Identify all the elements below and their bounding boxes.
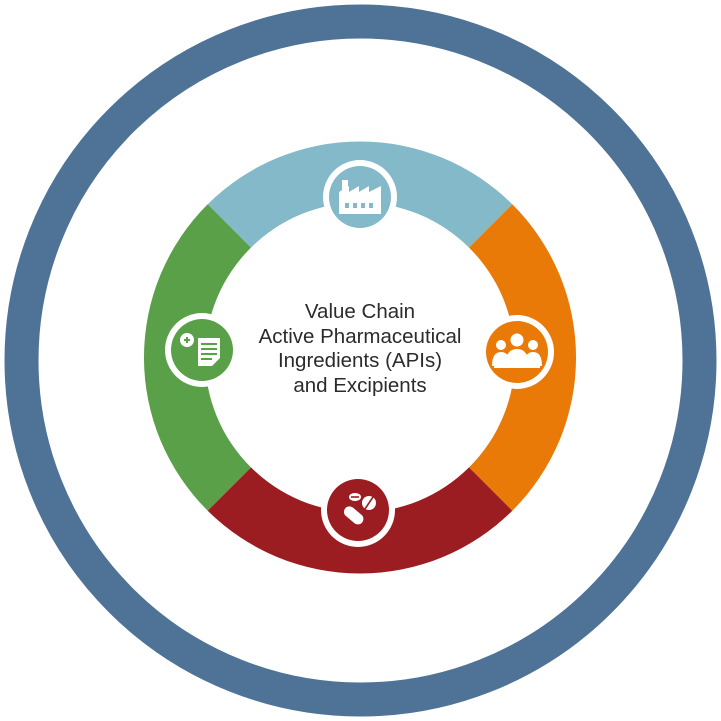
pills-capsule-icon bbox=[321, 473, 395, 547]
center-line-3: Ingredients (APIs) bbox=[277, 349, 443, 372]
center-line-2: Active Pharmaceutical bbox=[258, 324, 462, 348]
outer-ring bbox=[4, 4, 717, 717]
factory-icon bbox=[323, 160, 397, 234]
center-line-1: Value Chain bbox=[304, 300, 416, 323]
medical-document-icon bbox=[165, 313, 239, 387]
center-line-4: and Excipients bbox=[293, 373, 427, 397]
center-label: Value Chain Active Pharmaceutical Ingred… bbox=[220, 300, 500, 398]
people-group-icon bbox=[480, 315, 554, 389]
